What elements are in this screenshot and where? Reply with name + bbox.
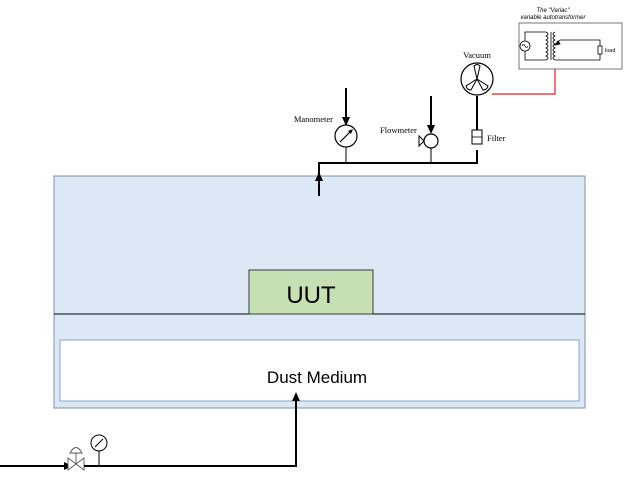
flowmeter-inflow-arrow-icon	[427, 125, 435, 134]
load-resistor-icon	[597, 45, 603, 55]
variac-title-line2: variable autotransformer	[520, 15, 586, 21]
uut-label: UUT	[286, 282, 336, 309]
flowmeter-icon	[423, 133, 439, 149]
air-supply-line	[0, 392, 300, 471]
variac-panel	[518, 22, 623, 70]
dust-medium-box: Dust Medium	[59, 339, 580, 402]
manometer-inflow-arrow-icon	[342, 117, 350, 126]
vacuum-label: Vacuum	[463, 50, 491, 60]
manometer: Manometer	[294, 88, 358, 163]
flowmeter-label: Flowmeter	[380, 125, 417, 135]
variac-schematic: The "Variac" variable autotransformer lo…	[518, 8, 623, 70]
inlet-arrow-icon	[315, 172, 323, 181]
power-wire	[492, 62, 556, 95]
vacuum-manifold	[315, 150, 478, 196]
load-label: load	[605, 48, 615, 54]
regulator-valve-icon	[67, 447, 85, 471]
variac-title-line1: The "Variac"	[536, 8, 570, 14]
uut-box: UUT	[248, 269, 374, 315]
manometer-label: Manometer	[294, 114, 333, 124]
filter-label: Filter	[487, 133, 506, 143]
dust-inlet-arrow-icon	[292, 392, 300, 401]
filter: Filter	[471, 96, 506, 145]
flowmeter: Flowmeter	[380, 96, 439, 163]
vacuum-pump: Vacuum	[460, 50, 494, 96]
dust-medium-label: Dust Medium	[267, 368, 367, 387]
variac-coil-icon	[545, 31, 549, 61]
